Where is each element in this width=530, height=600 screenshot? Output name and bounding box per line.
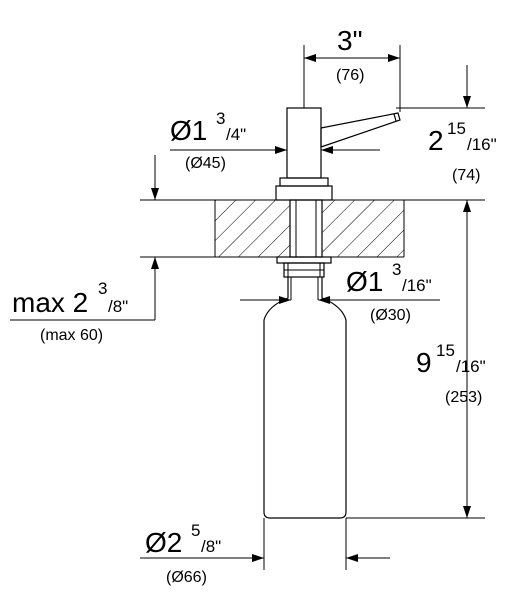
head-height-den: /16" — [467, 135, 497, 154]
dim-shank-diameter: Ø1 3 /16" (Ø30) — [240, 260, 440, 324]
shank-diameter-den: /16" — [402, 276, 432, 295]
soap-bottle — [263, 277, 347, 519]
mounting-nut — [276, 256, 332, 300]
shank-diameter-metric: (Ø30) — [370, 307, 411, 324]
spout-reach-metric: (76) — [336, 67, 364, 84]
shank-diameter-prefix: Ø1 — [346, 266, 383, 297]
head-diameter-den: /4" — [226, 125, 246, 144]
bottle-diameter-metric: (Ø66) — [166, 569, 207, 586]
countertop-section — [140, 199, 485, 258]
dim-head-height: 2 15 /16" (74) — [396, 65, 497, 225]
dim-spout-reach: 3" (76) — [303, 25, 401, 112]
counter-thickness-metric: (max 60) — [40, 327, 103, 344]
head-diameter-prefix: Ø1 — [170, 115, 207, 146]
counter-thickness-num: 3 — [98, 279, 107, 298]
dim-head-diameter: Ø1 3 /4" (Ø45) — [170, 109, 380, 172]
head-height-num: 15 — [447, 119, 466, 138]
spout-reach-label: 3" — [337, 25, 363, 56]
bottle-diameter-prefix: Ø2 — [145, 527, 182, 558]
dispenser-head — [275, 107, 401, 201]
shank-diameter-num: 3 — [392, 260, 401, 279]
below-counter-den: /16" — [456, 357, 486, 376]
head-diameter-num: 3 — [216, 109, 225, 128]
below-counter-prefix: 9 — [416, 347, 432, 378]
shank — [289, 199, 323, 258]
head-height-prefix: 2 — [428, 125, 444, 156]
bottle-diameter-den: /8" — [201, 537, 221, 556]
counter-thickness-prefix: max 2 — [12, 287, 88, 318]
below-counter-num: 15 — [436, 341, 455, 360]
head-height-metric: (74) — [452, 167, 480, 184]
head-diameter-metric: (Ø45) — [185, 155, 226, 172]
bottle-diameter-num: 5 — [191, 521, 200, 540]
dim-counter-thickness: max 2 3 /8" (max 60) — [10, 155, 159, 344]
counter-thickness-den: /8" — [108, 297, 128, 316]
below-counter-metric: (253) — [445, 389, 482, 406]
dim-below-counter-length: 9 15 /16" (253) — [346, 225, 486, 519]
dim-bottle-diameter: Ø2 5 /8" (Ø66) — [140, 518, 390, 586]
